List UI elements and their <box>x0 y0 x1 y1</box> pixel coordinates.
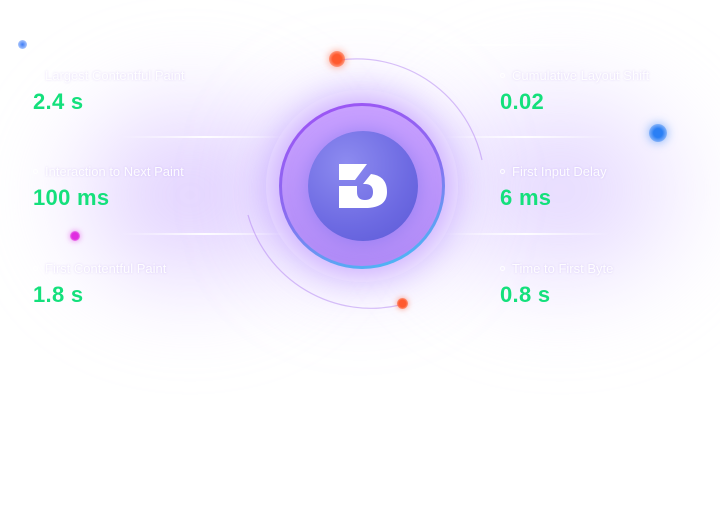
metric-dot-icon <box>33 73 38 78</box>
spark-dot <box>397 298 408 309</box>
metric-dot-icon <box>500 73 505 78</box>
metric-value: 6 ms <box>500 185 552 210</box>
spark-dot <box>649 124 667 142</box>
highlight-band <box>120 233 290 235</box>
metric-label: Cumulative Layout Shift <box>512 68 650 83</box>
metric-value: 100 ms <box>33 185 110 210</box>
metric-label: Largest Contentful Paint <box>45 68 185 83</box>
spark-dot <box>329 51 345 67</box>
metric-dot-icon <box>33 266 38 271</box>
metric-fcp: First Contentful Paint 1.8 s <box>33 261 166 308</box>
emblem-core <box>308 131 418 241</box>
metric-label: First Contentful Paint <box>45 261 167 276</box>
highlight-band <box>120 136 290 138</box>
metric-label: Interaction to Next Paint <box>45 164 184 179</box>
metric-value: 1.8 s <box>33 282 84 307</box>
metric-dot-icon <box>33 169 38 174</box>
metric-label: First Input Delay <box>512 164 607 179</box>
metric-value: 0.02 <box>500 89 545 114</box>
metric-value: 2.4 s <box>33 89 84 114</box>
spark-dot <box>18 40 27 49</box>
metric-ttfb: Time to First Byte 0.8 s <box>500 261 613 308</box>
metric-value: 0.8 s <box>500 282 551 307</box>
highlight-band <box>440 136 610 138</box>
metric-fid: First Input Delay 6 ms <box>500 164 607 211</box>
brand-logo-icon <box>339 164 387 208</box>
metric-inp: Interaction to Next Paint 100 ms <box>33 164 184 211</box>
highlight-band <box>380 44 610 46</box>
highlight-band <box>440 233 610 235</box>
spark-dot <box>70 231 80 241</box>
metric-dot-icon <box>500 169 505 174</box>
metric-label: Time to First Byte <box>512 261 614 276</box>
metric-lcp: Largest Contentful Paint 2.4 s <box>33 68 184 115</box>
metric-dot-icon <box>500 266 505 271</box>
metric-cls: Cumulative Layout Shift 0.02 <box>500 68 649 115</box>
